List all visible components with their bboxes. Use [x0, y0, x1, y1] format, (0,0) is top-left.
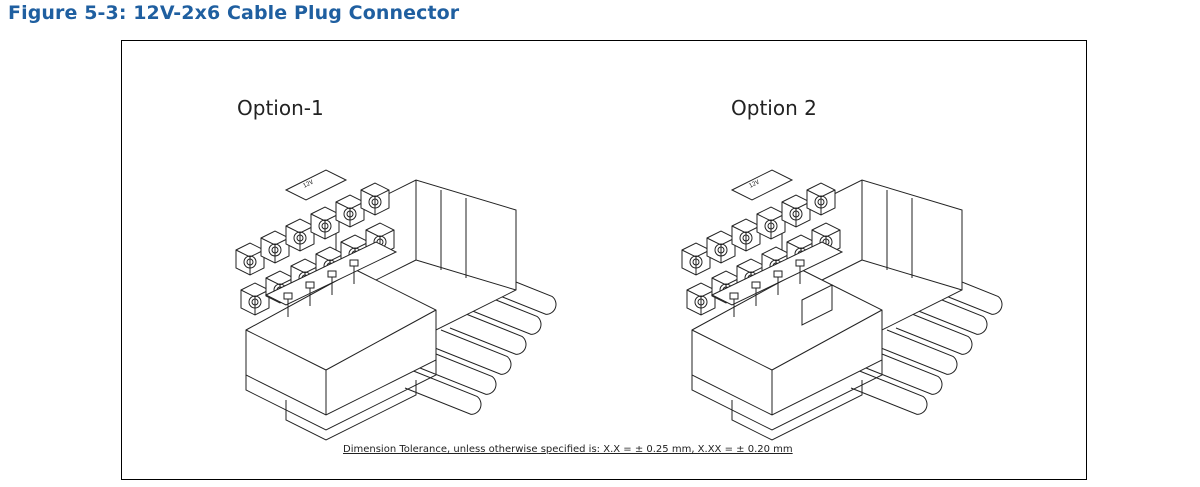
figure-title: Figure 5-3: 12V-2x6 Cable Plug Connector — [8, 2, 460, 24]
dimension-tolerance-note: Dimension Tolerance, unless otherwise sp… — [343, 444, 793, 455]
option-1-label: Option-1 — [237, 96, 324, 120]
figure-frame — [121, 40, 1087, 480]
svg-text:12V: 12V — [748, 179, 761, 190]
connector-drawing-option-2: 12V — [632, 150, 1052, 450]
connector-drawing-option-1: 12V — [186, 150, 606, 450]
option-2-label: Option 2 — [731, 96, 817, 120]
svg-text:12V: 12V — [302, 179, 315, 190]
